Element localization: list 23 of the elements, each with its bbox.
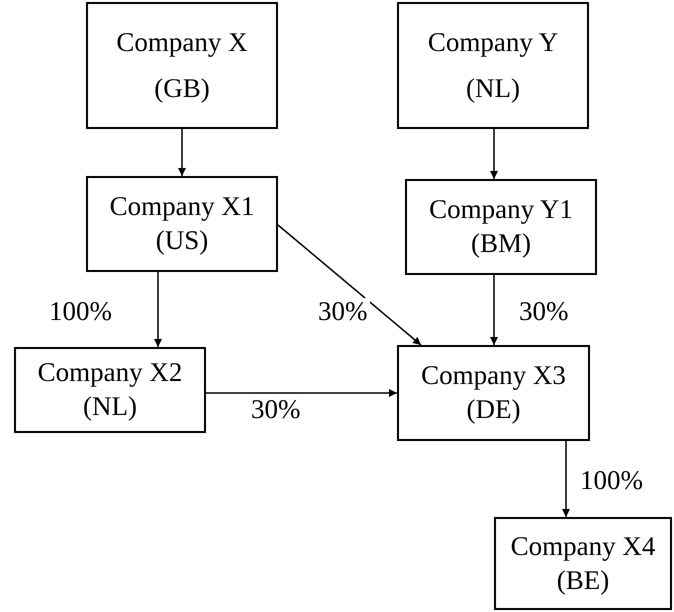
arrow xyxy=(154,272,162,347)
company-name: Company Y1 (BM) xyxy=(428,193,574,260)
company-name: Company X1 (US) xyxy=(108,190,256,257)
arrow xyxy=(206,389,397,397)
company-box xyxy=(86,176,278,272)
arrow xyxy=(178,129,186,176)
company-name: Company X3 (DE) xyxy=(420,359,567,426)
arrow xyxy=(490,275,498,345)
company-box xyxy=(397,2,589,129)
company-name: Company X xyxy=(116,26,248,59)
company-name: (NL) xyxy=(466,72,520,104)
arrow xyxy=(490,129,498,179)
company-box xyxy=(14,347,206,433)
company-box xyxy=(86,2,278,129)
company-name: Company Y xyxy=(428,26,558,59)
company-box xyxy=(405,179,597,275)
arrow xyxy=(278,224,422,346)
company-box xyxy=(397,345,590,441)
company-name: Company X2 (NL) xyxy=(36,356,184,423)
company-name: (GB) xyxy=(154,72,210,105)
company-name: Company X4 (BE) xyxy=(510,530,656,597)
company-box xyxy=(494,517,672,610)
arrow xyxy=(562,441,570,517)
